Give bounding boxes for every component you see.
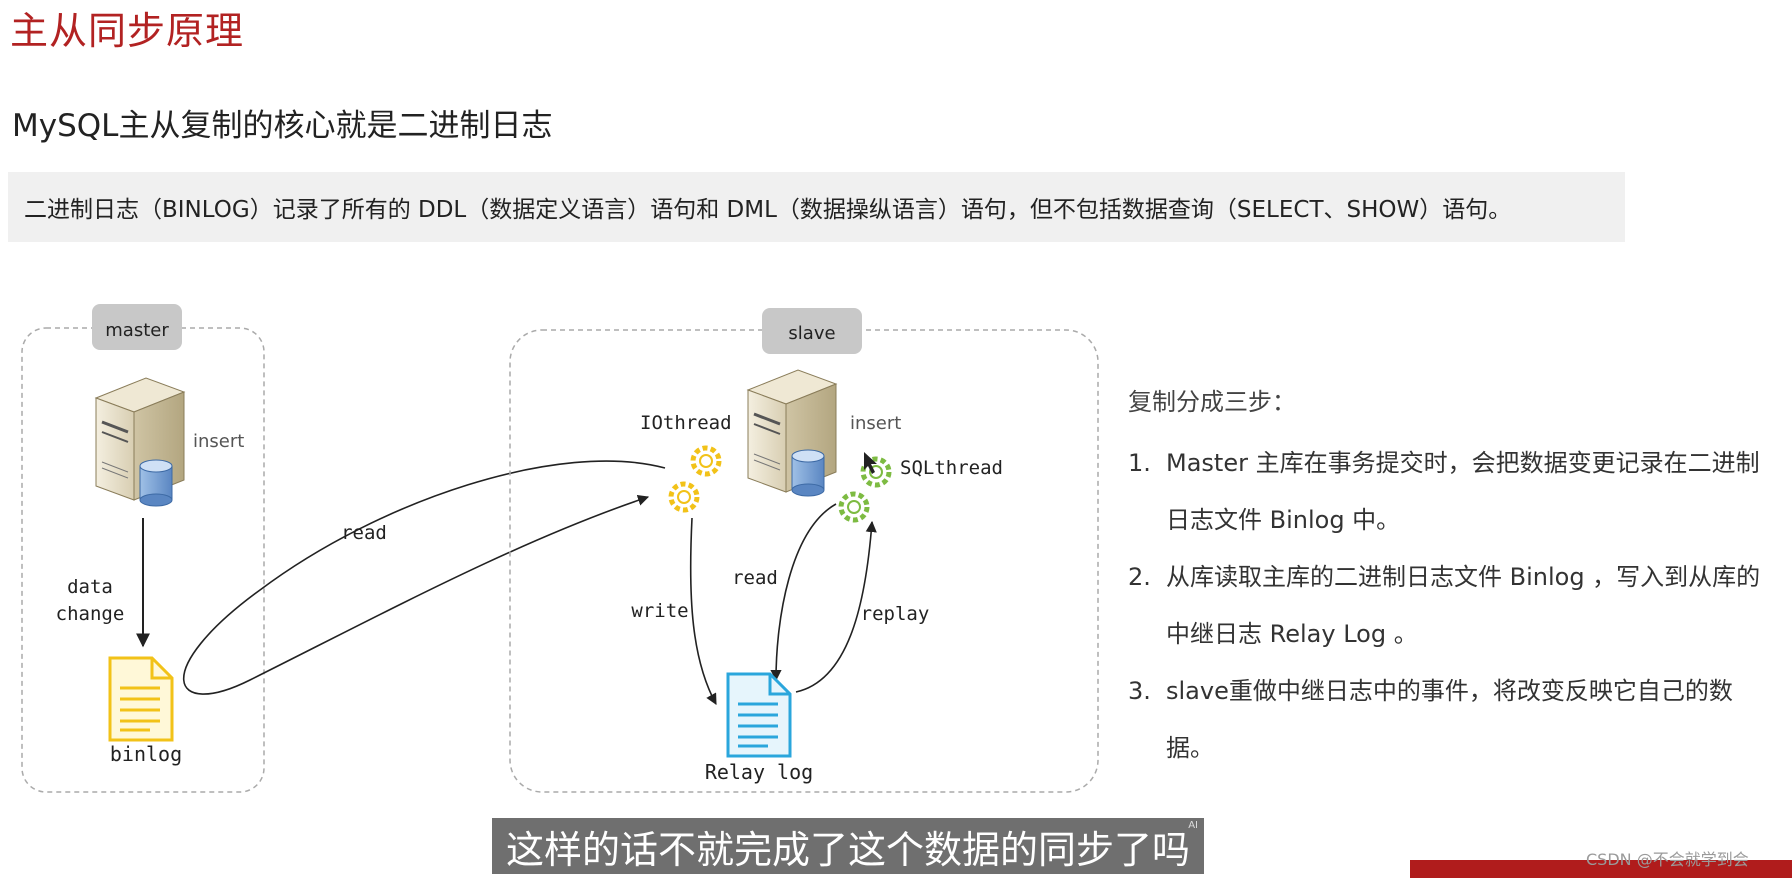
write-arrow: [689, 517, 717, 705]
binlog-note-text: 二进制日志（BINLOG）记录了所有的 DDL（数据定义语言）语句和 DML（数…: [24, 197, 1512, 223]
step-text: slave重做中继日志中的事件，将改变反映它自己的数据。: [1166, 677, 1733, 762]
slave-server-icon: [746, 369, 838, 497]
sql-thread-label: SQLthread: [900, 457, 1003, 479]
step-number: 1.: [1128, 449, 1151, 477]
master-database-icon: [139, 459, 173, 507]
mouse-cursor-icon: [864, 452, 877, 474]
master-tag-label: master: [105, 320, 169, 341]
sql-thread-gear-icon: [838, 456, 892, 523]
step-number: 3.: [1128, 677, 1151, 705]
slave-server-label: insert: [850, 413, 901, 434]
data-change-label-line2: change: [56, 603, 125, 625]
io-thread-gear-icon: [668, 445, 722, 513]
binlog-label: binlog: [110, 742, 182, 766]
write-label: write: [631, 600, 688, 622]
binlog-note: 二进制日志（BINLOG）记录了所有的 DDL（数据定义语言）语句和 DML（数…: [8, 172, 1625, 242]
relay-read-arrow: [770, 503, 837, 682]
cross-read-label: read: [341, 522, 387, 544]
replay-label: replay: [861, 603, 930, 625]
slave-tag: [762, 308, 862, 354]
step-item: 3. slave重做中继日志中的事件，将改变反映它自己的数据。: [1128, 663, 1778, 777]
io-thread-label: IOthread: [640, 412, 732, 434]
video-subtitle-text: 这样的话不就完成了这个数据的同步了吗: [506, 827, 1191, 872]
master-server-label: insert: [193, 431, 244, 452]
relay-read-label: read: [732, 567, 778, 589]
brand-banner: [1410, 860, 1792, 878]
relay-log-file-icon: [726, 672, 792, 758]
slave-database-icon: [791, 449, 825, 497]
master-tag: [92, 304, 182, 350]
slave-group: slave insert IOthread SQLthread: [509, 308, 1099, 793]
replay-arrow: [795, 520, 877, 693]
page-subtitle: MySQL主从复制的核心就是二进制日志: [12, 108, 553, 144]
video-subtitle: 这样的话不就完成了这个数据的同步了吗 AI: [492, 818, 1205, 874]
step-item: 1. Master 主库在事务提交时，会把数据变更记录在二进制日志文件 Binl…: [1128, 435, 1778, 549]
step-item: 2. 从库读取主库的二进制日志文件 Binlog ，写入到从库的中继日志 Rel…: [1128, 549, 1778, 663]
relay-log-label: Relay log: [705, 760, 813, 784]
steps-heading: 复制分成三步：: [1128, 388, 1296, 416]
cross-read-loop: [182, 460, 666, 695]
binlog-file-icon: [108, 656, 174, 742]
step-text: 从库读取主库的二进制日志文件 Binlog ，写入到从库的中继日志 Relay …: [1166, 563, 1761, 648]
step-text: Master 主库在事务提交时，会把数据变更记录在二进制日志文件 Binlog …: [1166, 449, 1760, 534]
slave-tag-label: slave: [788, 323, 835, 344]
step-number: 2.: [1128, 563, 1151, 591]
ai-tag: AI: [1188, 820, 1199, 831]
master-server-icon: [94, 377, 186, 507]
master-group: master insert data change: [21, 304, 265, 793]
data-change-label-line1: data: [67, 576, 113, 598]
csdn-watermark: CSDN @不会就学到会: [1586, 850, 1749, 869]
page-title: 主从同步原理: [10, 9, 245, 53]
replication-steps: 复制分成三步： 1. Master 主库在事务提交时，会把数据变更记录在二进制日…: [1128, 382, 1778, 777]
